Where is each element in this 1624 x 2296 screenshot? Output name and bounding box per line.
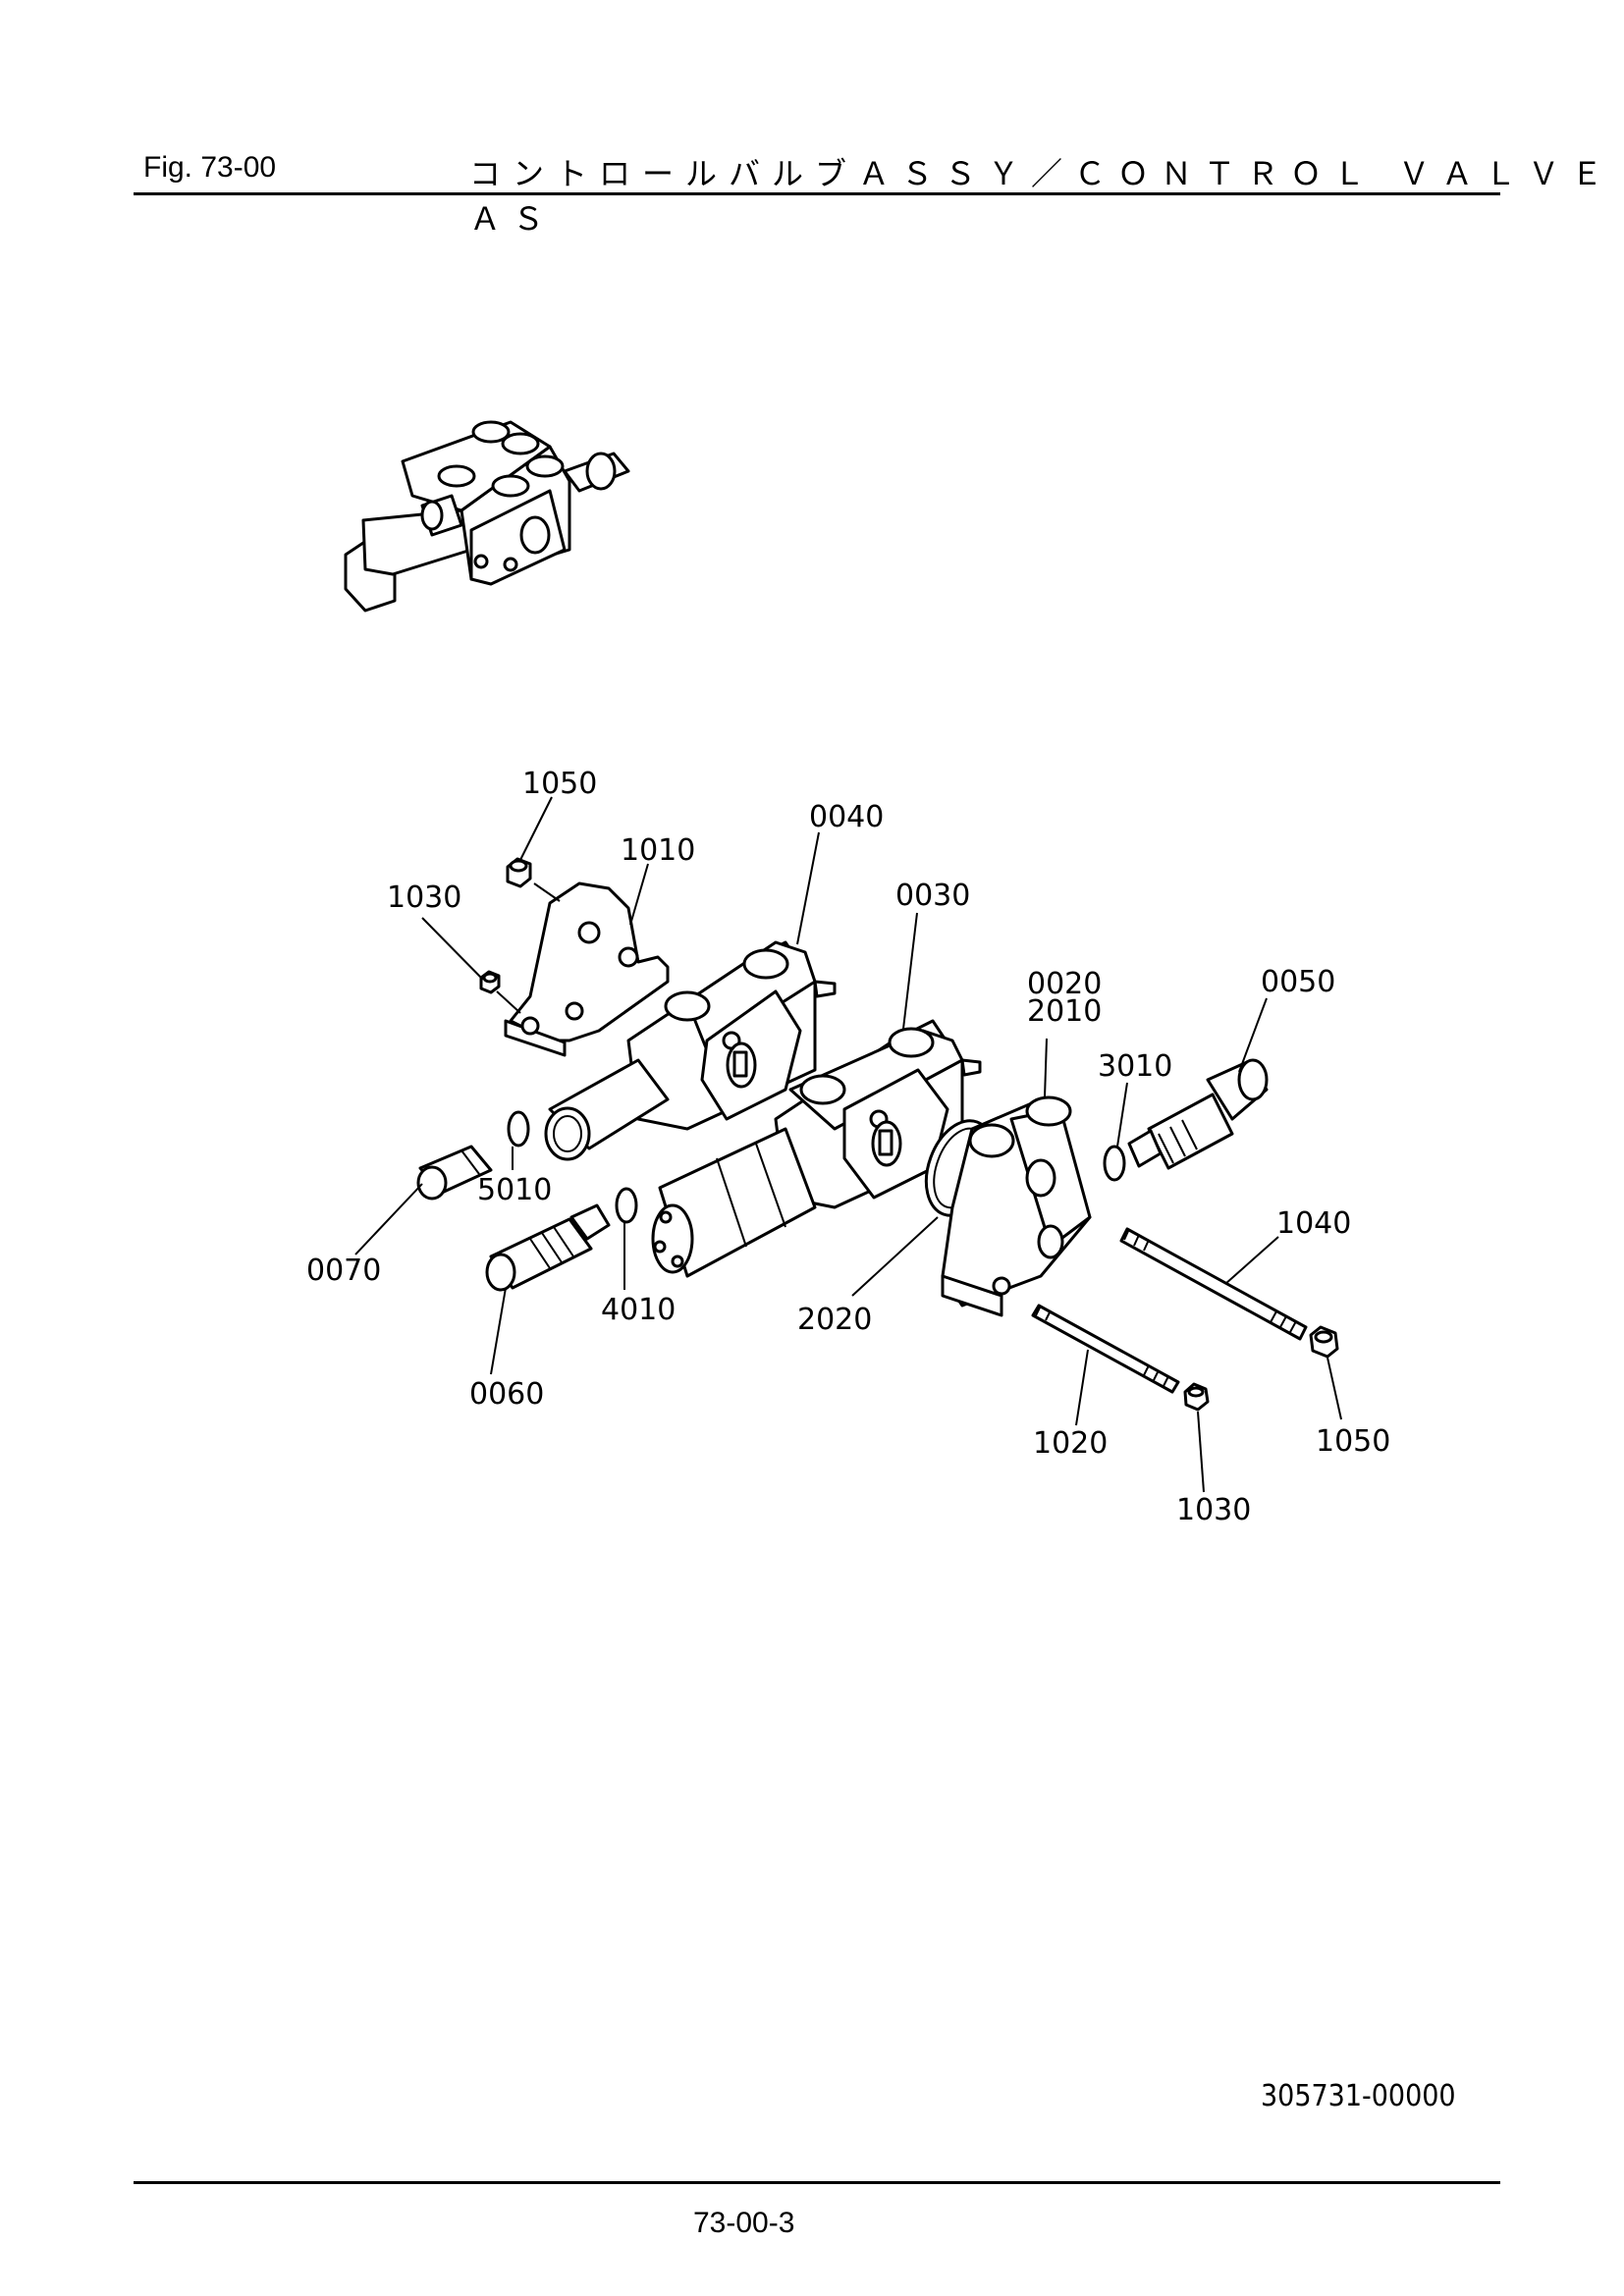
callout-labels: 1050 1010 0040 1030 0030 0020 2010 0050 … — [306, 767, 1390, 1527]
part-1030-nut-bottom — [1183, 1382, 1210, 1412]
callout-1030-bottom: 1030 — [1176, 1493, 1251, 1527]
callout-4010: 4010 — [601, 1293, 676, 1327]
part-1040-tie-bolt — [1119, 1227, 1308, 1341]
callout-0030: 0030 — [895, 879, 970, 913]
header-rule — [134, 192, 1500, 195]
callout-0020: 0020 — [1027, 967, 1102, 1001]
part-4010-o-ring — [615, 1187, 638, 1224]
footer-rule — [134, 2181, 1500, 2184]
part-0060-relief-valve — [485, 1203, 611, 1292]
page-number: 73-00-3 — [693, 2207, 795, 2239]
callout-1050-right: 1050 — [1316, 1424, 1390, 1459]
part-5010-o-ring — [507, 1110, 530, 1148]
part-1020-tie-bolt — [1031, 1304, 1180, 1394]
part-1050-nut-top — [506, 857, 532, 888]
callout-1040: 1040 — [1276, 1206, 1351, 1241]
callout-5010: 5010 — [477, 1173, 552, 1207]
callout-1050-top: 1050 — [522, 767, 597, 801]
callout-0060: 0060 — [469, 1377, 544, 1412]
part-1050-nut-right — [1309, 1325, 1339, 1359]
page-title: コントロールバルブＡＳＳＹ／ＣＯＮＴＲＯＬ ＶＡＬＶＥ ＡＳ — [469, 155, 1615, 238]
part-0070-plug — [416, 1145, 493, 1201]
callout-0050: 0050 — [1261, 965, 1335, 999]
part-0050-relief-valve — [1127, 1058, 1269, 1170]
part-0020-inlet-section — [941, 1095, 1092, 1317]
callout-0070: 0070 — [306, 1254, 381, 1288]
callout-0040: 0040 — [809, 800, 884, 834]
assembly-overview-illustration — [344, 420, 630, 613]
callout-2020: 2020 — [797, 1303, 872, 1337]
part-0040-valve-section — [544, 940, 837, 1161]
callout-1020: 1020 — [1033, 1426, 1108, 1461]
part-1010-end-cover — [504, 881, 670, 1057]
document-number: 305731-00000 — [1261, 2079, 1456, 2113]
leader-lines — [354, 796, 1342, 1493]
part-0030-valve-section — [651, 1019, 982, 1278]
callout-1010: 1010 — [621, 833, 695, 868]
part-3010-o-ring — [1103, 1145, 1126, 1182]
callout-2010: 2010 — [1027, 994, 1102, 1029]
part-1030-nut-top — [479, 970, 501, 994]
callout-3010: 3010 — [1098, 1049, 1172, 1084]
callout-1030-top: 1030 — [387, 881, 461, 915]
figure-number: Fig. 73-00 — [143, 151, 277, 184]
